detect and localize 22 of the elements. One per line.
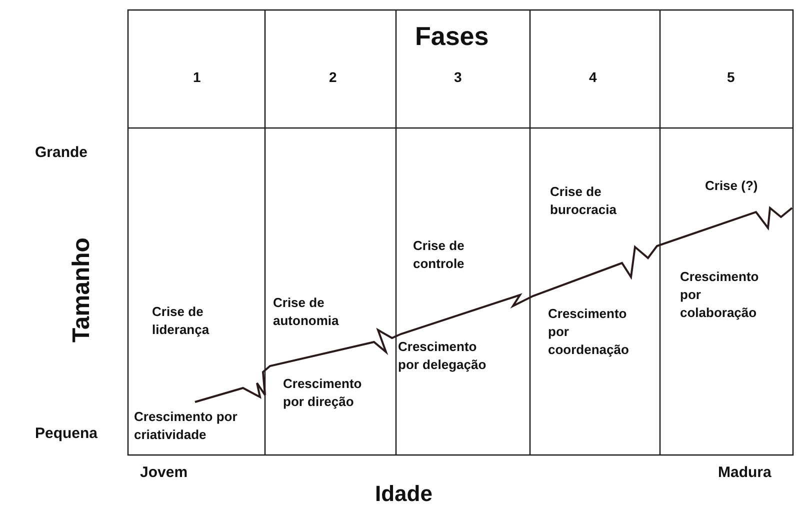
phase-number: 3 [454, 68, 462, 87]
phase-number: 5 [727, 68, 735, 87]
phase-number: 2 [329, 68, 337, 87]
growth-label: Crescimento por coordenação [548, 305, 630, 359]
phase-heading: Fases [415, 20, 489, 53]
axis-title: Idade [375, 480, 432, 508]
phase-number: 1 [193, 68, 201, 87]
crisis-label: Crise de autonomia [273, 294, 340, 330]
growth-label: Crescimento por direção [283, 375, 363, 411]
axis-value-label: Madura [718, 463, 772, 483]
axis-title: Tamanho [67, 238, 96, 342]
growth-label: Crescimento por colaboração [680, 268, 760, 322]
axis-value-label: Jovem [140, 463, 188, 483]
phase-number: 4 [589, 68, 597, 87]
axis-value-label: Grande [35, 143, 88, 163]
axis-value-label: Pequena [35, 424, 98, 444]
crisis-label: Crise de burocracia [550, 183, 618, 219]
crisis-label: Crise (?) [705, 177, 758, 195]
growth-label: Crescimento por delegação [398, 338, 488, 374]
growth-label: Crescimento por criatividade [134, 408, 238, 444]
crisis-label: Crise de liderança [152, 303, 210, 339]
crisis-label: Crise de controle [413, 237, 466, 273]
